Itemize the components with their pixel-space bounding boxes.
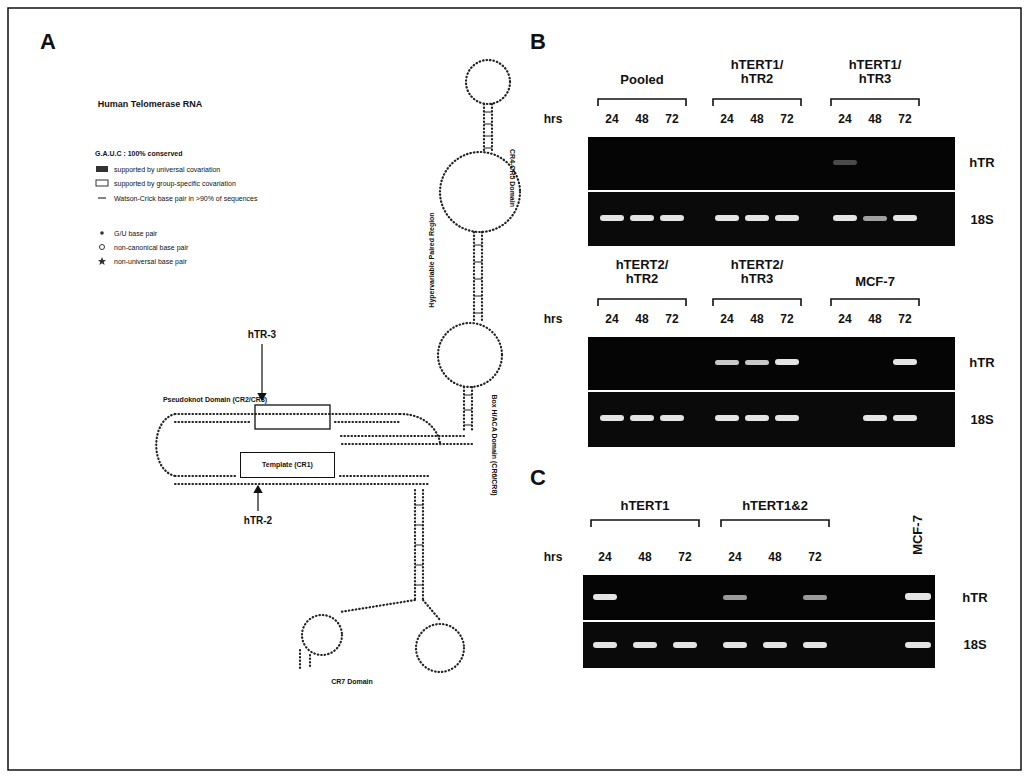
axis-label: hrs xyxy=(544,313,563,326)
lane-number: 72 xyxy=(780,113,793,126)
legend-text: supported by universal covariation xyxy=(114,166,220,173)
lane-number: 48 xyxy=(868,113,881,126)
panel-title: Human Telomerase RNA xyxy=(98,100,202,110)
domain-label: CR7 Domain xyxy=(331,678,373,686)
legend-sample xyxy=(95,228,109,238)
panel-letter: A xyxy=(40,30,56,54)
lane-number: 48 xyxy=(750,113,763,126)
lane-number: 24 xyxy=(720,113,733,126)
band-label: hTR xyxy=(969,356,994,370)
legend-sample xyxy=(95,164,109,174)
highlight-box xyxy=(255,405,330,429)
band-label: 18S xyxy=(970,213,993,227)
group-label: hTERT1/ hTR2 xyxy=(725,58,789,87)
group-label: MCF-7 xyxy=(855,275,895,289)
legend-text: non-universal base pair xyxy=(114,258,187,265)
legend-sample xyxy=(95,256,109,266)
region-label: hTR-3 xyxy=(248,329,276,340)
base-pair-ticks xyxy=(415,112,492,585)
band-label: 18S xyxy=(963,638,986,652)
legend-text: G.A.U.C : 100% conserved xyxy=(95,150,183,157)
gel-image xyxy=(583,137,955,668)
lane-number: 48 xyxy=(638,551,651,564)
lane-bracket xyxy=(591,99,919,527)
lane-number: 24 xyxy=(728,551,741,564)
legend-text: supported by group-specific covariation xyxy=(114,180,236,187)
domain-label: Hypervariable Paired Region xyxy=(428,212,436,307)
lane-number: 72 xyxy=(808,551,821,564)
lane-number: 48 xyxy=(768,551,781,564)
lane-number: 48 xyxy=(635,313,648,326)
rna-structure xyxy=(156,60,520,672)
lane-number: 48 xyxy=(868,313,881,326)
lane-number: 24 xyxy=(598,551,611,564)
group-label: Pooled xyxy=(620,73,663,87)
group-label: hTERT1/ hTR3 xyxy=(843,58,907,87)
lane-number: 72 xyxy=(665,313,678,326)
legend-row: supported by universal covariation xyxy=(95,164,220,174)
legend-text: Watson-Crick base pair in >90% of sequen… xyxy=(114,195,258,202)
lane-number: 48 xyxy=(750,313,763,326)
panel-letter: B xyxy=(530,30,546,54)
lane-number: 24 xyxy=(720,313,733,326)
lane-number: 72 xyxy=(898,313,911,326)
legend-sample xyxy=(95,193,109,203)
gel-band xyxy=(593,160,931,648)
group-label: hTERT1 xyxy=(620,499,669,513)
legend-row: Watson-Crick base pair in >90% of sequen… xyxy=(95,193,258,203)
band-label: hTR xyxy=(962,591,987,605)
legend-text: non-canonical base pair xyxy=(114,244,188,251)
lane-number: 72 xyxy=(678,551,691,564)
group-label: MCF-7 xyxy=(911,515,925,555)
lane-number: 24 xyxy=(605,313,618,326)
region-label: hTR-2 xyxy=(244,515,272,526)
axis-label: hrs xyxy=(544,551,563,564)
lane-number: 48 xyxy=(635,113,648,126)
lane-number: 24 xyxy=(605,113,618,126)
lane-number: 24 xyxy=(838,113,851,126)
panel-letter: C xyxy=(530,466,546,490)
pointer-arrow xyxy=(261,344,262,400)
highlight-box: Template (CR1) xyxy=(240,452,335,478)
legend-row: G.A.U.C : 100% conserved xyxy=(95,150,183,157)
group-label: hTERT2/ hTR2 xyxy=(610,258,674,287)
box-label: Template (CR1) xyxy=(251,461,324,468)
domain-label: CR4-CR5 Domain xyxy=(508,149,516,207)
figure-frame xyxy=(8,8,1021,770)
legend-row: supported by group-specific covariation xyxy=(95,178,236,188)
legend-sample xyxy=(95,178,109,188)
group-label: hTERT2/ hTR3 xyxy=(725,258,789,287)
pointer-arrow xyxy=(257,486,258,511)
band-label: 18S xyxy=(970,413,993,427)
legend-text: G/U base pair xyxy=(114,230,157,237)
lane-number: 72 xyxy=(780,313,793,326)
legend-row: G/U base pair xyxy=(95,228,157,238)
domain-label: Box H/ACA Domain (CR6/CR8) xyxy=(490,394,498,495)
lane-number: 72 xyxy=(898,113,911,126)
legend-row: non-universal base pair xyxy=(95,256,187,266)
legend-sample xyxy=(95,242,109,252)
legend-row: non-canonical base pair xyxy=(95,242,188,252)
group-label: hTERT1&2 xyxy=(742,499,808,513)
axis-label: hrs xyxy=(544,113,563,126)
lane-number: 72 xyxy=(665,113,678,126)
band-label: hTR xyxy=(969,156,994,170)
lane-number: 24 xyxy=(838,313,851,326)
domain-label: Pseudoknot Domain (CR2/CR3) xyxy=(163,396,267,404)
